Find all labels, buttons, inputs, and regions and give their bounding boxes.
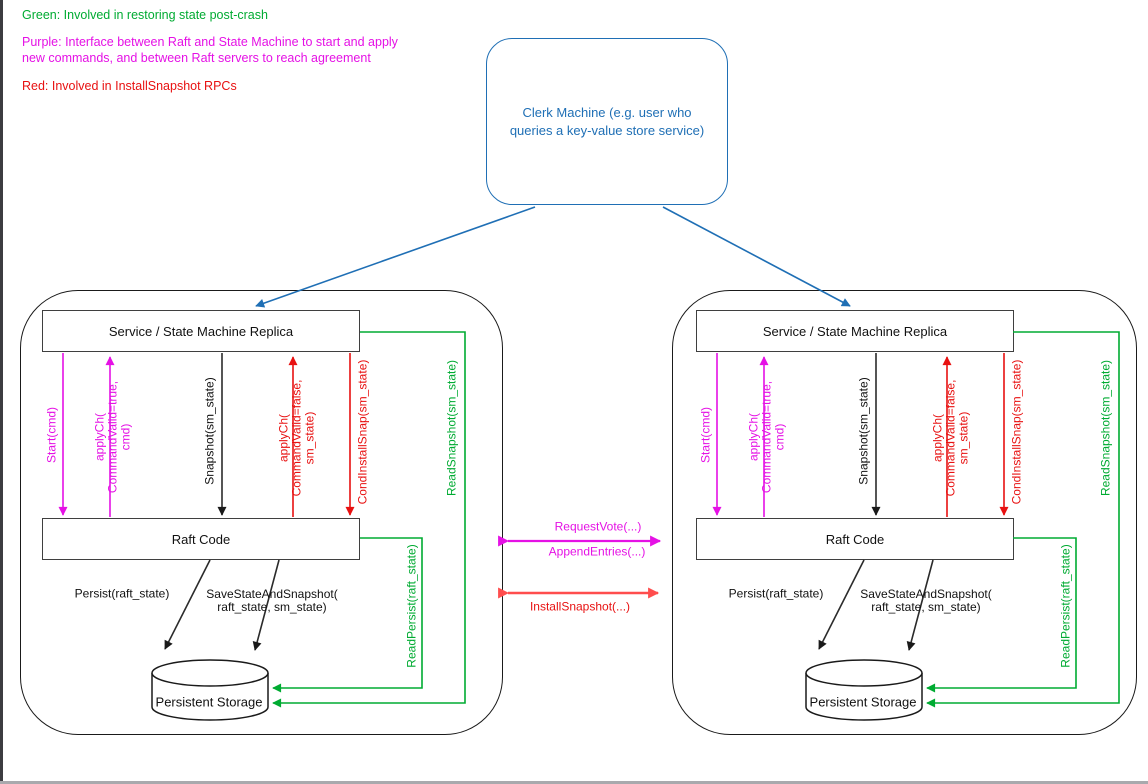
right-applych-false-label: applyCh( CommandValid=false, sm_state) (930, 379, 971, 497)
appendentries-label: AppendEntries(...) (548, 544, 646, 559)
legend-purple: Purple: Interface between Raft and State… (22, 35, 398, 65)
right-persist-label: Persist(raft_state) (728, 586, 824, 601)
right-snapshot-label: Snapshot(sm_state) (856, 377, 871, 485)
right-raft-node: Raft Code (696, 518, 1014, 560)
left-condinstallsnap-label: CondInstallSnap(sm_state) (355, 359, 370, 505)
window-bottom-edge (0, 781, 1148, 784)
left-replica-container (20, 290, 503, 735)
installsnapshot-label: InstallSnapshot(...) (529, 599, 631, 614)
left-applych-true-label: applyCh( CommandValid=true, cmd) (92, 380, 133, 494)
clerk-machine-node: Clerk Machine (e.g. user who queries a k… (486, 38, 728, 205)
left-service-node: Service / State Machine Replica (42, 310, 360, 352)
left-storage-label: Persistent Storage (155, 694, 263, 710)
left-snapshot-label: Snapshot(sm_state) (202, 377, 217, 485)
left-start-label: Start(cmd) (44, 406, 59, 464)
window-left-edge (0, 0, 3, 784)
legend-red: Red: Involved in InstallSnapshot RPCs (22, 79, 237, 93)
right-service-node: Service / State Machine Replica (696, 310, 1014, 352)
right-start-label: Start(cmd) (698, 406, 713, 464)
requestvote-label: RequestVote(...) (554, 519, 642, 534)
right-savestate-label: SaveStateAndSnapshot( raft_state, sm_sta… (860, 587, 992, 614)
right-condinstallsnap-label: CondInstallSnap(sm_state) (1009, 359, 1024, 505)
right-replica-container (672, 290, 1137, 735)
left-persist-label: Persist(raft_state) (74, 586, 170, 601)
right-storage-label: Persistent Storage (809, 694, 917, 710)
left-raft-node: Raft Code (42, 518, 360, 560)
legend-green: Green: Involved in restoring state post-… (22, 8, 268, 22)
left-applych-false-label: applyCh( CommandValid=false, sm_state) (276, 379, 317, 497)
right-applych-true-label: applyCh( CommandValid=true, cmd) (746, 380, 787, 494)
left-readsnapshot-label: ReadSnapshot(sm_state) (444, 359, 459, 497)
right-readsnapshot-label: ReadSnapshot(sm_state) (1098, 359, 1113, 497)
left-readpersist-label: ReadPersist(raft_state) (404, 544, 419, 668)
right-readpersist-label: ReadPersist(raft_state) (1058, 544, 1073, 668)
left-savestate-label: SaveStateAndSnapshot( raft_state, sm_sta… (206, 587, 338, 614)
